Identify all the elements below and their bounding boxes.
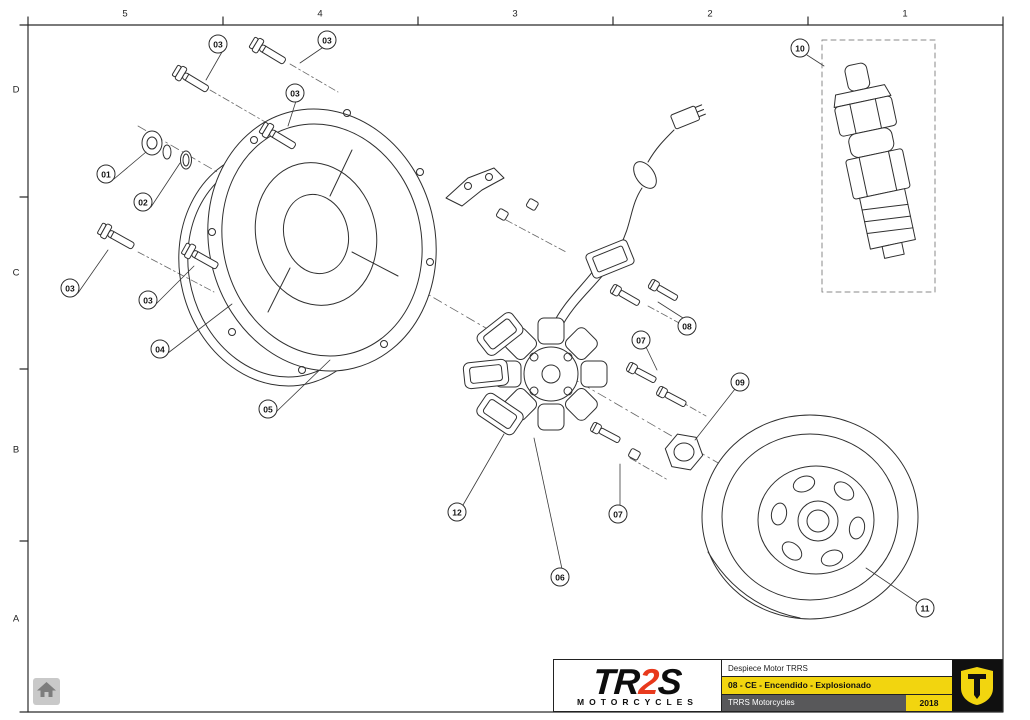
leader-lines [77, 47, 919, 604]
home-button[interactable] [33, 678, 60, 705]
callout-08: 08 [677, 316, 697, 336]
grid-col-label-2: 2 [707, 8, 713, 20]
wiring-harness-part [551, 104, 706, 331]
flywheel-rotor-part [701, 414, 919, 620]
callout-11: 11 [915, 598, 935, 618]
doc-year: 2018 [906, 694, 952, 711]
company-name: TRRS Motorcycles [728, 698, 795, 708]
home-icon [33, 676, 60, 708]
grid-row-label-D: D [12, 84, 20, 96]
callout-01: 01 [96, 164, 116, 184]
callout-12: 12 [447, 502, 467, 522]
bracket-part [445, 167, 540, 222]
callout-07: 07 [631, 330, 651, 350]
flywheel-nut-part [664, 433, 704, 471]
callout-06: 06 [550, 567, 570, 587]
trrs-logo-text: TR2S [592, 660, 683, 702]
callout-03: 03 [317, 30, 337, 50]
grid-col-label-4: 4 [317, 8, 323, 20]
trrs-logo-subtext: MOTORCYCLES [577, 696, 698, 707]
callout-05: 05 [258, 399, 278, 419]
grid-row-label-C: C [12, 267, 20, 279]
pickup-coil-part [585, 239, 635, 279]
stator-part [462, 312, 608, 436]
trrs-shield-icon [952, 660, 1002, 711]
grid-row-label-B: B [12, 444, 20, 456]
callout-07: 07 [608, 504, 628, 524]
callout-02: 02 [133, 192, 153, 212]
grid-col-label-1: 1 [902, 8, 908, 20]
callout-03: 03 [208, 34, 228, 54]
callout-03: 03 [60, 278, 80, 298]
doc-title: Despiece Motor TRRS [722, 660, 952, 678]
grid-col-label-5: 5 [122, 8, 128, 20]
trrs-logo: TR2S MOTORCYCLES [554, 660, 722, 711]
callout-04: 04 [150, 339, 170, 359]
ignition-cover-part [207, 108, 437, 374]
callout-09: 09 [730, 372, 750, 392]
doc-subtitle: 08 - CE - Encendido - Explosionado [722, 677, 952, 695]
callout-03: 03 [138, 290, 158, 310]
washer-nut-parts [141, 130, 192, 170]
spark-plug-part [821, 39, 936, 293]
grid-col-label-3: 3 [512, 8, 518, 20]
title-block: TR2S MOTORCYCLES Despiece Motor TRRS 08 … [553, 659, 1003, 712]
callout-03: 03 [285, 83, 305, 103]
grid-row-label-A: A [12, 613, 20, 625]
drawing-frame [19, 16, 1004, 713]
doc-footer-row: TRRS Motorcycles 2018 [722, 694, 952, 711]
callout-10: 10 [790, 38, 810, 58]
